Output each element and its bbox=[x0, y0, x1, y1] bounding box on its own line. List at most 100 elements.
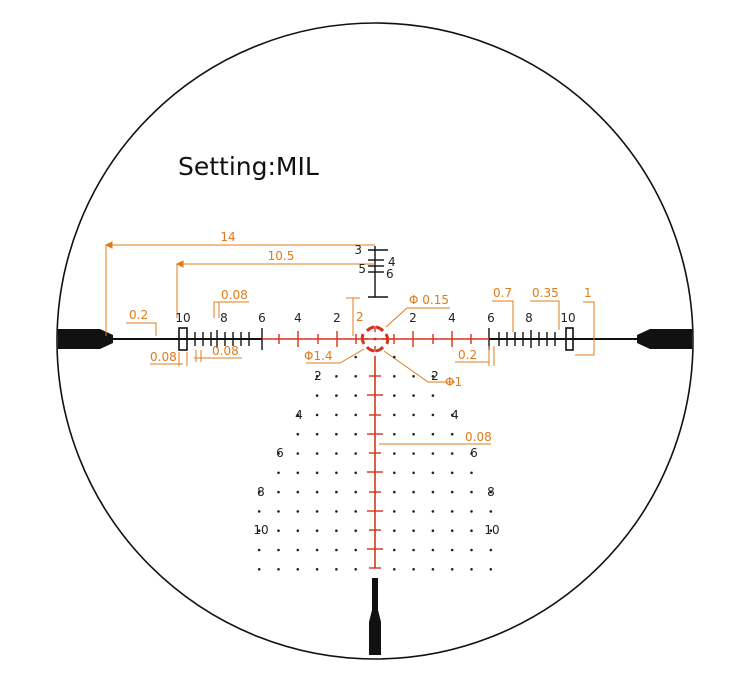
dimension-lines bbox=[104, 241, 595, 445]
ranging-label-3: 3 bbox=[354, 243, 362, 257]
holdover-dot bbox=[393, 355, 396, 359]
holdover-dot bbox=[470, 529, 473, 532]
holdover-dot bbox=[315, 375, 319, 378]
holdover-dot bbox=[489, 529, 493, 532]
holdover-dot bbox=[450, 529, 454, 532]
holdover-dot bbox=[450, 432, 454, 436]
holdover-dot bbox=[393, 432, 396, 436]
holdover-dot bbox=[335, 510, 338, 513]
holdover-dot bbox=[393, 471, 396, 475]
v-label-right-2: 2 bbox=[431, 369, 439, 383]
holdover-dot bbox=[354, 452, 358, 455]
holdover-dot bbox=[393, 375, 396, 378]
holdover-dot bbox=[257, 490, 261, 494]
holdover-dot bbox=[315, 394, 319, 397]
holdover-dot bbox=[354, 432, 358, 436]
holdover-dot bbox=[412, 413, 415, 417]
h-label-right-10: 10 bbox=[560, 311, 575, 325]
holdover-dot bbox=[393, 490, 396, 494]
v-label-left-10: 10 bbox=[253, 523, 268, 537]
holdover-dot bbox=[335, 452, 338, 455]
holdover-dot bbox=[412, 432, 415, 436]
holdover-dot bbox=[393, 452, 396, 455]
holdover-dot bbox=[277, 471, 280, 475]
holdover-dot bbox=[315, 471, 319, 475]
holdover-dot bbox=[412, 452, 415, 455]
holdover-dot bbox=[335, 568, 338, 571]
holdover-dot bbox=[450, 510, 454, 513]
holdover-dot bbox=[412, 529, 415, 532]
h-label-right-8: 8 bbox=[525, 311, 533, 325]
holdover-dot bbox=[354, 568, 358, 571]
dim-10-5: 10.5 bbox=[268, 249, 295, 263]
left-end-bracket bbox=[178, 327, 188, 351]
holdover-dot bbox=[315, 548, 319, 552]
h-label-left-10: 10 bbox=[175, 311, 190, 325]
holdover-dot bbox=[315, 510, 319, 513]
holdover-dot bbox=[315, 568, 319, 571]
holdover-dot bbox=[354, 529, 358, 532]
holdover-dot bbox=[277, 490, 280, 494]
holdover-dot bbox=[489, 548, 493, 552]
v-label-left-6: 6 bbox=[276, 446, 284, 460]
holdover-dot bbox=[470, 490, 473, 494]
dim-1: 1 bbox=[584, 286, 592, 300]
holdover-dot bbox=[277, 510, 280, 513]
holdover-dot bbox=[470, 510, 473, 513]
v-label-left-2: 2 bbox=[314, 369, 322, 383]
holdover-dot bbox=[296, 510, 300, 513]
holdover-dot bbox=[470, 568, 473, 571]
holdover-dot bbox=[470, 548, 473, 552]
left-thick-post bbox=[58, 329, 113, 349]
holdover-dot bbox=[277, 548, 280, 552]
holdover-dot bbox=[296, 452, 300, 455]
holdover-dot bbox=[354, 394, 358, 397]
dim-phi-1: Φ1 bbox=[445, 375, 462, 389]
holdover-dot bbox=[431, 394, 435, 397]
holdover-dot bbox=[412, 568, 415, 571]
v-label-right-4: 4 bbox=[451, 408, 459, 422]
holdover-dot bbox=[315, 452, 319, 455]
holdover-dot bbox=[354, 490, 358, 494]
dim-0-7: 0.7 bbox=[493, 286, 512, 300]
ranging-label-5: 5 bbox=[358, 262, 366, 276]
dim-0-2-left: 0.2 bbox=[129, 308, 148, 322]
holdover-dot bbox=[335, 432, 338, 436]
dim-0-35: 0.35 bbox=[532, 286, 559, 300]
h-label-left-4: 4 bbox=[294, 311, 302, 325]
holdover-dot bbox=[354, 413, 358, 417]
v-label-right-10: 10 bbox=[484, 523, 499, 537]
holdover-dot bbox=[393, 529, 396, 532]
scope-outline bbox=[56, 22, 694, 660]
v-label-left-8: 8 bbox=[257, 485, 265, 499]
holdover-dot bbox=[393, 548, 396, 552]
holdover-dot bbox=[393, 510, 396, 513]
dim-2: 2 bbox=[356, 310, 364, 324]
holdover-dot bbox=[412, 548, 415, 552]
holdover-dot bbox=[335, 375, 338, 378]
holdover-dot bbox=[335, 529, 338, 532]
holdover-dot bbox=[354, 355, 358, 359]
holdover-dot bbox=[412, 490, 415, 494]
holdover-dot bbox=[470, 452, 473, 455]
holdover-dot bbox=[257, 548, 261, 552]
holdover-dot bbox=[489, 490, 493, 494]
holdover-dot bbox=[450, 471, 454, 475]
holdover-dot bbox=[431, 529, 435, 532]
dim-0-08-vertical: 0.08 bbox=[465, 430, 492, 444]
holdover-dot bbox=[335, 394, 338, 397]
holdover-dot-tree bbox=[257, 355, 493, 571]
holdover-dot bbox=[257, 529, 261, 532]
center-dot bbox=[373, 337, 377, 341]
holdover-dot bbox=[431, 490, 435, 494]
holdover-dot bbox=[431, 471, 435, 475]
holdover-dot bbox=[315, 432, 319, 436]
holdover-dot bbox=[431, 432, 435, 436]
holdover-dot bbox=[296, 529, 300, 532]
bottom-thick-post bbox=[369, 578, 381, 655]
holdover-dot bbox=[431, 568, 435, 571]
holdover-dot bbox=[277, 452, 280, 455]
right-thick-post bbox=[637, 329, 692, 349]
holdover-dot bbox=[412, 375, 415, 378]
